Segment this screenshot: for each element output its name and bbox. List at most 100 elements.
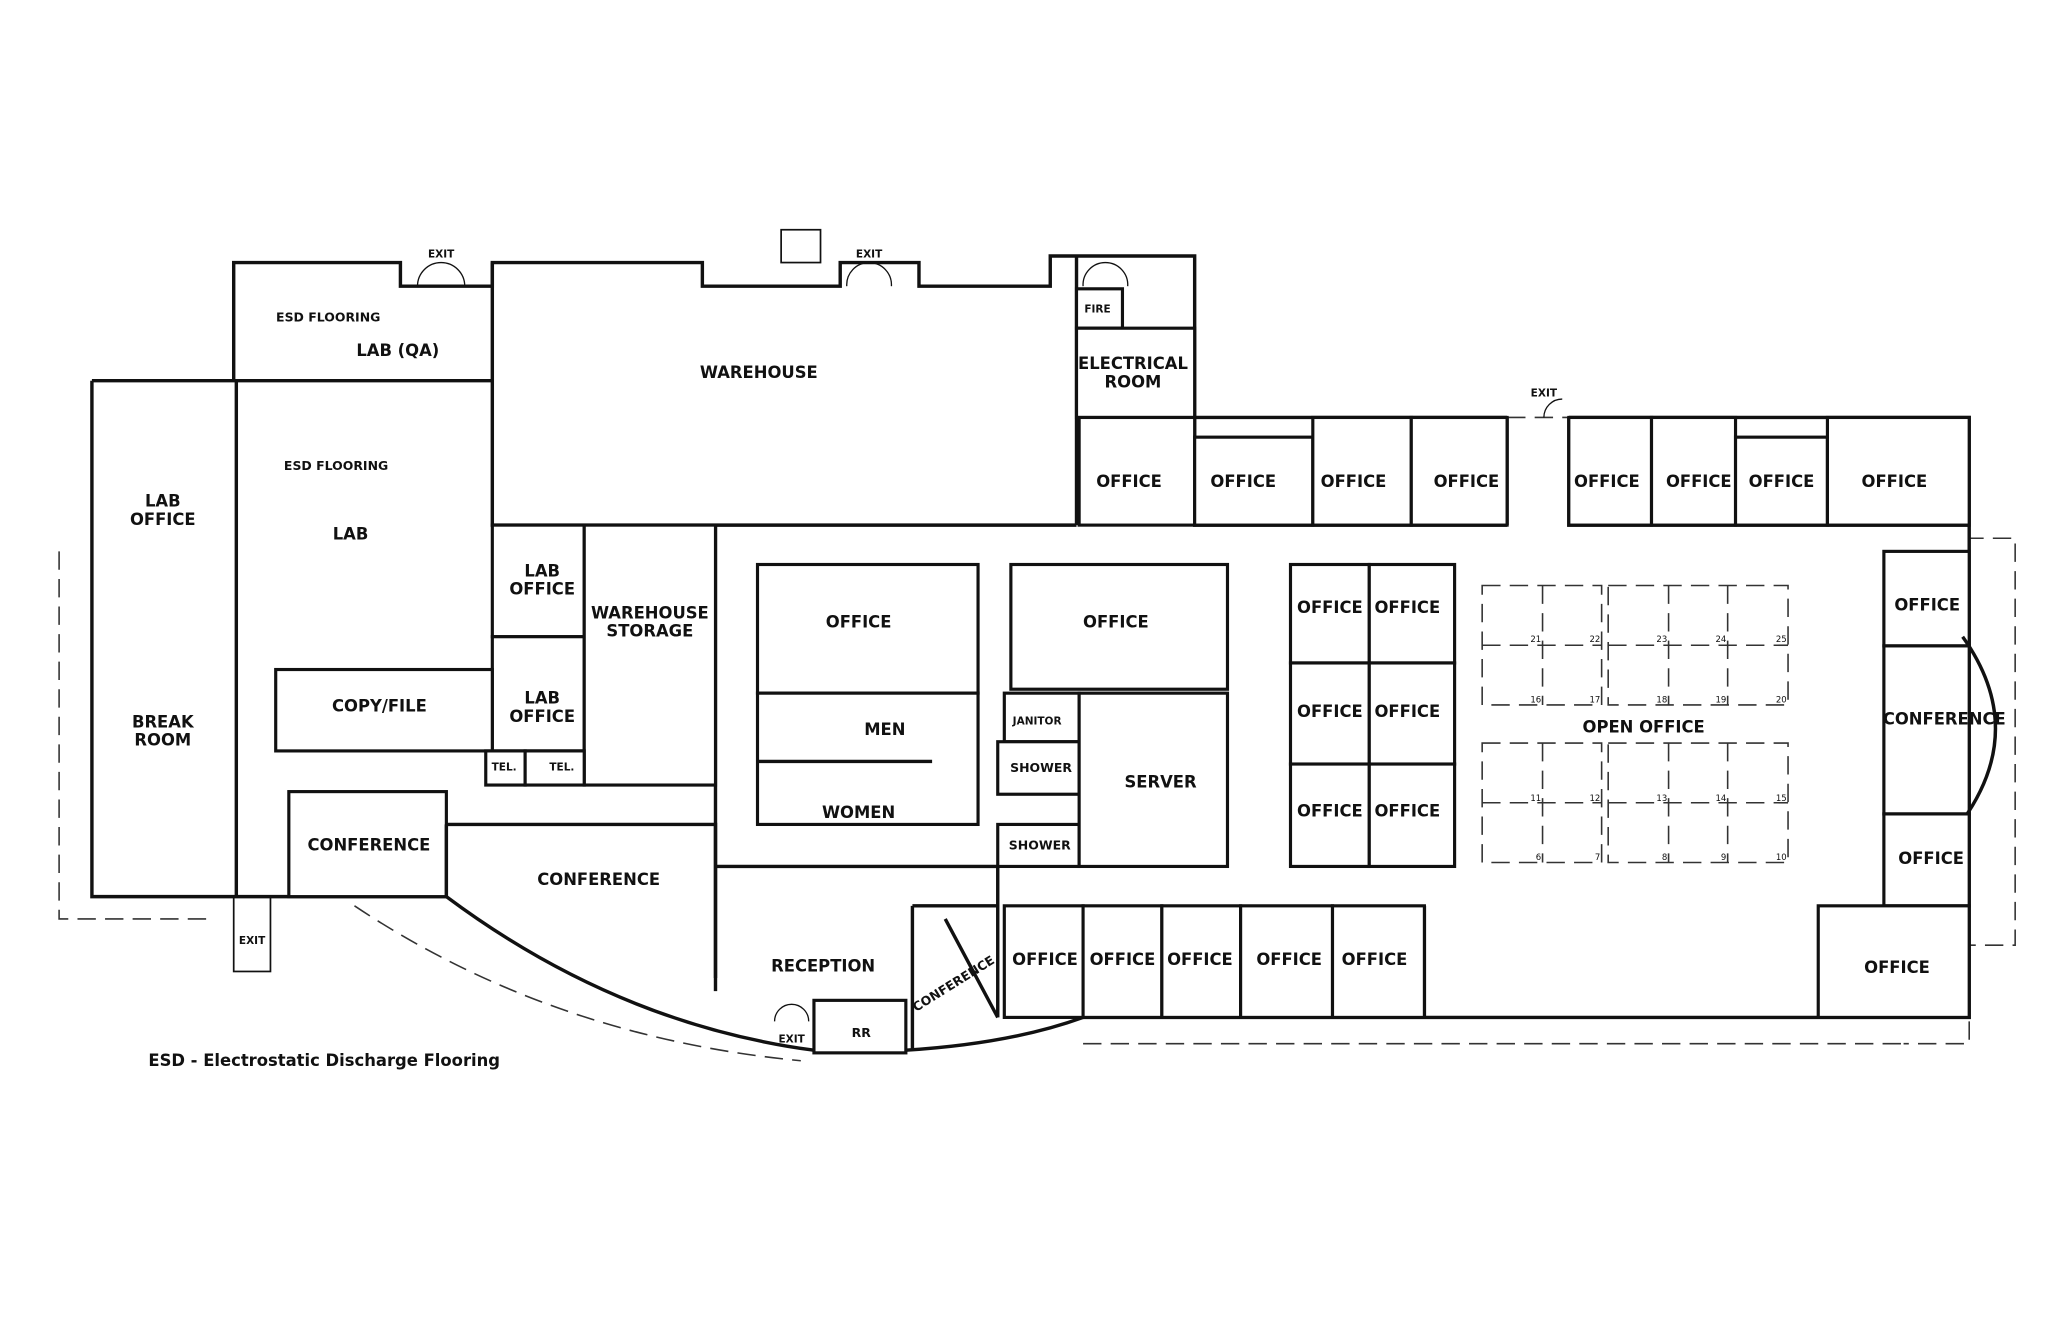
fire-label: FIRE — [1084, 303, 1110, 315]
conference-label: CONFERENCE — [537, 870, 660, 889]
stairs — [780, 228, 822, 264]
office-label: OFFICE — [1375, 702, 1441, 721]
office-room — [755, 562, 980, 695]
conference-room-2 — [444, 822, 718, 979]
tel-label: TEL. — [492, 762, 517, 774]
lab-office-label: OFFICE — [509, 580, 575, 599]
desk-number: 9 — [1721, 853, 1726, 863]
office-room — [1733, 435, 1830, 527]
janitor-label: JANITOR — [1012, 716, 1062, 728]
electrical-room-label: ROOM — [1105, 372, 1162, 391]
office-label: OFFICE — [1321, 472, 1387, 491]
desk-number: 22 — [1589, 635, 1600, 645]
desk-number: 20 — [1776, 695, 1787, 705]
office-label: OFFICE — [1864, 958, 1930, 977]
lab-qa-label: LAB (QA) — [356, 341, 439, 360]
desk-number: 13 — [1656, 794, 1667, 804]
tel-label: TEL. — [549, 762, 574, 774]
tel-room-1 — [484, 749, 527, 787]
office-label: OFFICE — [1342, 950, 1408, 969]
desk-number: 6 — [1536, 853, 1541, 863]
tel-room-2 — [523, 749, 586, 787]
restroom-rr — [812, 998, 908, 1055]
office-room — [1367, 762, 1457, 869]
bottom-office-row — [1002, 904, 1426, 1019]
office-room — [1330, 904, 1426, 1019]
shower-label: SHOWER — [1009, 837, 1071, 852]
office-room — [1825, 415, 1971, 527]
exit-door — [846, 261, 893, 287]
office-label: OFFICE — [1210, 472, 1276, 491]
office-room — [1409, 415, 1509, 527]
exit-label: EXIT — [428, 248, 455, 260]
exit-stoop — [232, 895, 272, 973]
reception-area — [713, 866, 915, 1051]
office-room — [1816, 904, 1971, 1019]
desk-number: 12 — [1589, 794, 1600, 804]
office-room — [1649, 415, 1738, 527]
conference-room-right — [1882, 644, 1971, 816]
esd-flooring-label: ESD FLOORING — [284, 458, 388, 473]
office-room — [1009, 562, 1230, 691]
reception-label: RECEPTION — [771, 956, 875, 975]
lab-office-label: OFFICE — [130, 510, 196, 529]
desk-number: 7 — [1595, 853, 1600, 863]
lab-office-label: LAB — [145, 492, 181, 511]
warehouse-storage-label: WAREHOUSE — [591, 603, 709, 622]
conference-label: CONFERENCE — [1883, 710, 2006, 729]
exit-door — [416, 261, 466, 287]
office-label: OFFICE — [1297, 598, 1363, 617]
office-label: OFFICE — [1297, 802, 1363, 821]
desk-number: 17 — [1589, 695, 1600, 705]
conference-bay-wall — [1961, 635, 1998, 822]
room-labels: ESD FLOORING LAB (QA) WAREHOUSE FIRE ELE… — [130, 248, 2006, 1045]
women-label: WOMEN — [822, 803, 895, 822]
office-label: OFFICE — [1666, 472, 1732, 491]
exit-label: EXIT — [778, 1033, 805, 1045]
break-room-label: BREAK — [132, 712, 195, 731]
top-office-row — [1077, 415, 1971, 527]
curved-canopy-outline — [354, 905, 801, 1062]
office-label: OFFICE — [1898, 849, 1964, 868]
conference-room-1 — [287, 790, 448, 899]
exit-label: EXIT — [239, 935, 266, 947]
rr-label: RR — [852, 1025, 872, 1040]
server-label: SERVER — [1124, 773, 1197, 792]
desk-number: 10 — [1776, 853, 1787, 863]
door-swings — [416, 261, 1563, 1022]
office-room — [1288, 562, 1371, 665]
office-label: OFFICE — [1090, 950, 1156, 969]
office-room — [1002, 904, 1085, 1019]
office-room — [1882, 549, 1971, 648]
right-column-rooms — [1816, 549, 1998, 1019]
restrooms — [755, 691, 980, 827]
warehouse-storage-label: STORAGE — [606, 622, 693, 641]
lab-label: LAB — [333, 525, 369, 544]
office-room — [1882, 812, 1971, 908]
office-room — [1160, 904, 1243, 1019]
desk-number: 21 — [1530, 635, 1541, 645]
desk-number: 8 — [1662, 853, 1667, 863]
server-room — [1077, 691, 1230, 869]
esd-legend: ESD - Electrostatic Discharge Flooring — [148, 1051, 500, 1070]
office-label: OFFICE — [1167, 950, 1233, 969]
electrical-room-label: ELECTRICAL — [1078, 354, 1188, 373]
office-room — [1367, 562, 1457, 665]
copy-file-room — [274, 667, 494, 753]
exit-door — [1082, 261, 1129, 287]
conference-label: CONFERENCE — [307, 836, 430, 855]
office-label: OFFICE — [1749, 472, 1815, 491]
warehouse-label: WAREHOUSE — [700, 363, 818, 382]
office-label: OFFICE — [1096, 472, 1162, 491]
conference-label: CONFERENCE — [910, 952, 997, 1014]
esd-flooring-label: ESD FLOORING — [276, 310, 380, 325]
office-label: OFFICE — [1574, 472, 1640, 491]
office-label: OFFICE — [1894, 595, 1960, 614]
office-label: OFFICE — [1434, 472, 1500, 491]
office-grid — [1288, 562, 1457, 869]
office-label: OFFICE — [1375, 598, 1441, 617]
desk-number: 25 — [1776, 635, 1787, 645]
lab-office-label: OFFICE — [509, 707, 575, 726]
